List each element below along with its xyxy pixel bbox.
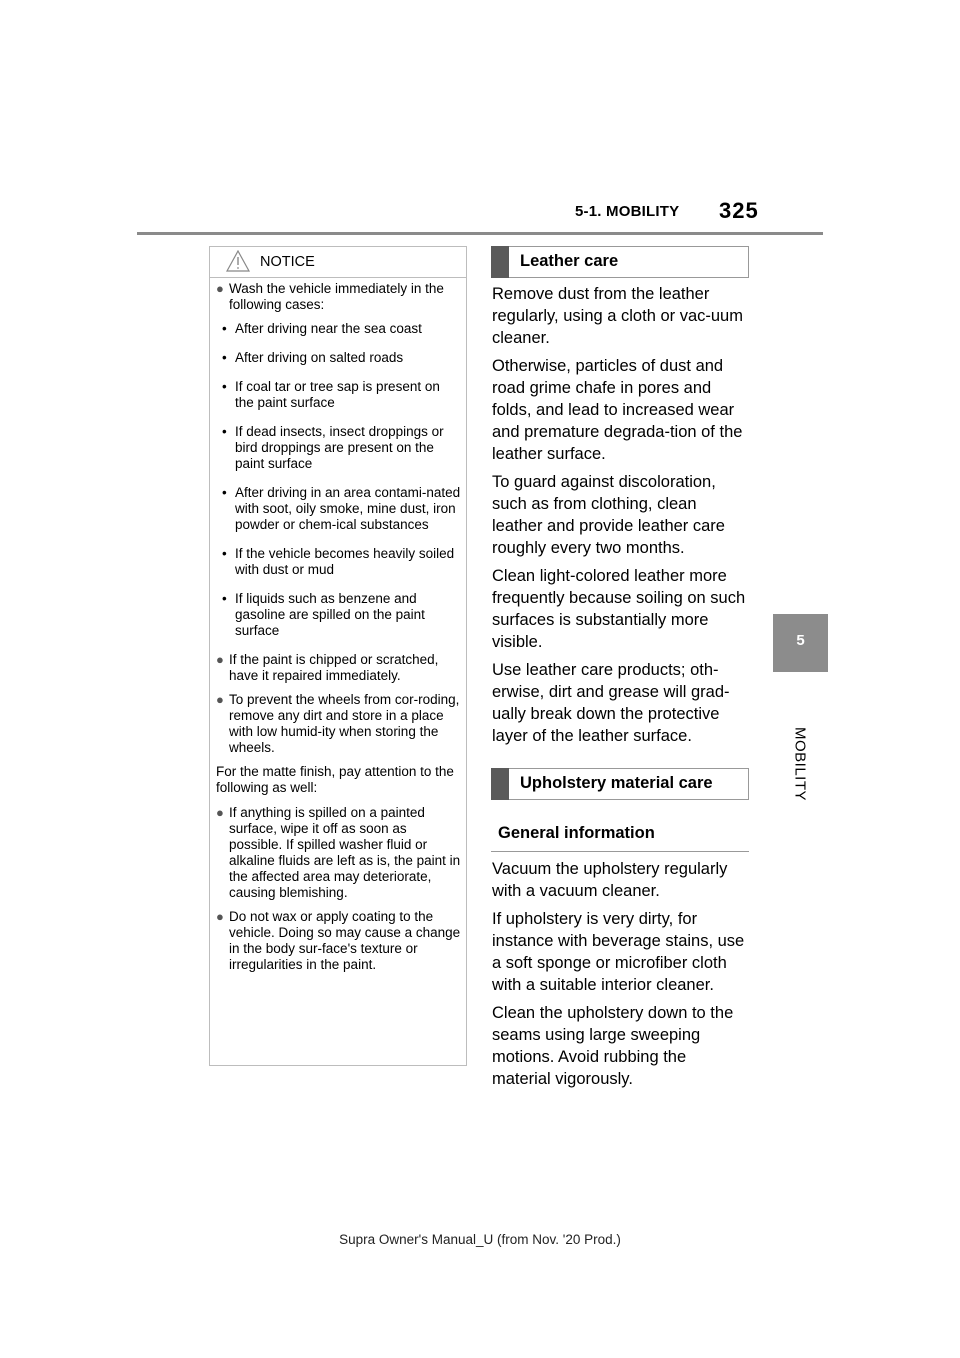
heading-bar bbox=[491, 246, 509, 278]
paragraph: Use leather care products; oth-erwise, d… bbox=[492, 661, 730, 745]
notice-bullet-item: To prevent the wheels from cor-roding, r… bbox=[216, 692, 462, 756]
notice-bullet-item: If the paint is chipped or scratched, ha… bbox=[216, 652, 462, 684]
notice-sub-item: After driving near the sea coast bbox=[222, 321, 462, 337]
chapter-tab-number: 5 bbox=[796, 632, 805, 649]
paragraph: Clean the upholstery down to the seams u… bbox=[492, 1004, 734, 1088]
paragraph: Vacuum the upholstery regularly with a v… bbox=[492, 860, 728, 900]
notice-sub-item: If the vehicle becomes heavily soiled wi… bbox=[222, 546, 462, 578]
paragraph: Remove dust from the leather regularly, … bbox=[492, 285, 743, 347]
notice-bullet-item: If anything is spilled on a painted surf… bbox=[216, 805, 462, 901]
upholstery-care-text: Vacuum the upholstery regularly with a v… bbox=[492, 858, 748, 1096]
notice-box: NOTICE Wash the vehicle immediately in t… bbox=[209, 246, 467, 1066]
leather-care-heading-label: Leather care bbox=[520, 252, 619, 270]
notice-title: NOTICE bbox=[260, 254, 315, 270]
notice-body: Wash the vehicle immediately in the foll… bbox=[216, 281, 462, 981]
paragraph: Clean light-colored leather more frequen… bbox=[492, 567, 746, 651]
upholstery-care-heading: Upholstery material care bbox=[491, 768, 749, 800]
paragraph: If upholstery is very dirty, for instanc… bbox=[492, 910, 745, 994]
leather-care-text: Remove dust from the leather regularly, … bbox=[492, 283, 748, 753]
notice-sub-item: After driving on salted roads bbox=[222, 350, 462, 366]
notice-sub-item: If coal tar or tree sap is present on th… bbox=[222, 379, 462, 411]
notice-header: NOTICE bbox=[210, 247, 466, 278]
warning-triangle-icon bbox=[226, 250, 250, 272]
header-divider bbox=[137, 232, 823, 235]
heading-bar bbox=[491, 768, 509, 800]
leather-care-heading: Leather care bbox=[491, 246, 749, 278]
notice-bullet-item: Do not wax or apply coating to the vehic… bbox=[216, 909, 462, 973]
page-number: 325 bbox=[719, 198, 759, 223]
section-title: 5-1. MOBILITY bbox=[575, 203, 680, 220]
manual-footer: Supra Owner's Manual_U (from Nov. '20 Pr… bbox=[339, 1232, 621, 1247]
notice-text: For the matte finish, pay attention to t… bbox=[216, 764, 454, 795]
upholstery-care-heading-label: Upholstery material care bbox=[520, 774, 713, 792]
paragraph: To guard against discoloration, such as … bbox=[492, 473, 725, 557]
paragraph: Otherwise, particles of dust and road gr… bbox=[492, 357, 743, 463]
general-information-label: General information bbox=[498, 824, 655, 842]
notice-bullet-item: Wash the vehicle immediately in the foll… bbox=[216, 281, 462, 313]
chapter-side-label: MOBILITY bbox=[790, 724, 810, 804]
notice-sub-item: After driving in an area contami-nated w… bbox=[222, 485, 462, 533]
general-information-subheading: General information bbox=[491, 815, 749, 852]
notice-sub-item: If dead insects, insect droppings or bir… bbox=[222, 424, 462, 472]
chapter-side-label-text: MOBILITY bbox=[791, 726, 809, 802]
chapter-tab bbox=[773, 614, 828, 672]
notice-sub-item: If liquids such as benzene and gasoline … bbox=[222, 591, 462, 639]
